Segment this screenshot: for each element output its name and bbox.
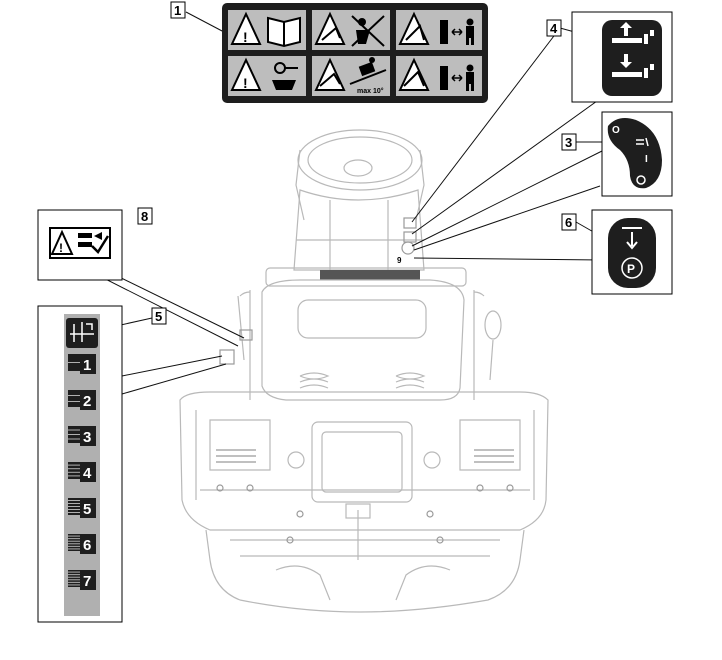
gear-bar bbox=[68, 580, 80, 582]
svg-text:!: ! bbox=[59, 241, 63, 255]
gear-bar bbox=[68, 513, 80, 515]
gear-number-box bbox=[80, 570, 96, 590]
warning-bystanders-icon bbox=[440, 64, 474, 91]
gear-position-2: 2 bbox=[68, 390, 96, 410]
gear-number-box bbox=[80, 534, 96, 554]
gear-bar bbox=[68, 544, 80, 546]
svg-text:!: ! bbox=[243, 75, 248, 91]
ignition-off-label: O bbox=[612, 125, 620, 136]
gear-bar bbox=[68, 539, 80, 541]
callout-8: 8 bbox=[137, 207, 153, 225]
gear-bar bbox=[68, 354, 80, 362]
gear-bar bbox=[68, 498, 80, 500]
decal-4-frame bbox=[571, 11, 673, 103]
gear-bar bbox=[68, 469, 80, 472]
svg-text:8: 8 bbox=[141, 209, 148, 224]
gear-number-label: 1 bbox=[83, 357, 91, 374]
warning-read-manual-icon bbox=[267, 16, 301, 48]
gear-bar bbox=[68, 507, 80, 509]
gear-number-label: 2 bbox=[83, 393, 91, 410]
gear-bar bbox=[68, 577, 80, 580]
callout-3: 3 bbox=[561, 133, 577, 151]
gear-position-5: 5 bbox=[68, 498, 96, 518]
gear-bar bbox=[68, 472, 80, 476]
gear-position-7: 7 bbox=[68, 570, 96, 590]
gear-bar bbox=[68, 430, 80, 434]
gear-bar bbox=[68, 541, 80, 544]
callout-1: 1 bbox=[170, 1, 186, 19]
callout-5: 5 bbox=[151, 307, 167, 325]
svg-text:6: 6 bbox=[565, 215, 572, 230]
decal-8-frame: ! bbox=[37, 209, 123, 281]
gear-bar bbox=[68, 476, 80, 479]
gear-bar bbox=[68, 390, 80, 395]
gear-bar bbox=[68, 426, 80, 430]
gear-number-label: 6 bbox=[83, 537, 91, 554]
gear-position-4: 4 bbox=[68, 462, 96, 482]
warning-triangle-icon bbox=[230, 11, 262, 45]
decal-3-frame: O I bbox=[601, 111, 673, 197]
tile-row-1: ! bbox=[228, 10, 482, 50]
gear-number-box bbox=[80, 426, 96, 446]
decal-1-warning-panel: ! bbox=[222, 3, 488, 103]
tile-row-2: ! max 10° bbox=[228, 56, 482, 96]
svg-text:5: 5 bbox=[155, 309, 162, 324]
decal-6-frame: P bbox=[591, 209, 673, 295]
gear-list: 1 2 3 4 5 6 7 bbox=[68, 354, 96, 590]
gear-bar bbox=[68, 363, 80, 371]
callout-6: 6 bbox=[561, 213, 577, 231]
engine-mark: 9 bbox=[397, 256, 402, 265]
gear-bar bbox=[68, 585, 80, 587]
gear-number-label: 7 bbox=[83, 573, 91, 590]
gear-bar bbox=[68, 510, 80, 512]
gear-bar bbox=[68, 575, 80, 577]
gear-position-6: 6 bbox=[68, 534, 96, 554]
gear-bar bbox=[68, 536, 80, 539]
gear-bar bbox=[68, 549, 80, 551]
warning-keep-distance-icon bbox=[440, 18, 474, 45]
gear-bar bbox=[68, 402, 80, 407]
warning-slope-icon: max 10° bbox=[349, 57, 387, 95]
slope-limit-label: max 10° bbox=[357, 87, 384, 95]
gear-bar bbox=[68, 435, 80, 439]
svg-text:3: 3 bbox=[565, 135, 572, 150]
gear-position-3: 3 bbox=[68, 426, 96, 446]
gear-bar bbox=[68, 546, 80, 549]
svg-text:!: ! bbox=[243, 29, 248, 45]
gear-bar bbox=[68, 504, 80, 506]
gear-number-box bbox=[80, 462, 96, 482]
svg-text:1: 1 bbox=[174, 3, 181, 18]
gear-number-label: 4 bbox=[83, 465, 92, 482]
gear-number-label: 5 bbox=[83, 501, 91, 518]
warning-no-passengers-icon bbox=[351, 15, 385, 47]
callout-4: 4 bbox=[546, 19, 562, 37]
svg-text:4: 4 bbox=[550, 21, 558, 36]
mower-drawing: 9 bbox=[179, 129, 549, 613]
parking-brake-icon bbox=[608, 218, 656, 288]
gear-bar bbox=[68, 396, 80, 401]
gear-number-label: 3 bbox=[83, 429, 91, 446]
warning-remove-key-icon bbox=[272, 62, 298, 90]
brake-p-label: P bbox=[627, 262, 635, 276]
gear-bar bbox=[68, 570, 80, 572]
gear-bar bbox=[68, 534, 80, 536]
gear-bar bbox=[68, 462, 80, 465]
gear-bar bbox=[68, 501, 80, 503]
gear-number-box bbox=[80, 354, 96, 374]
gear-bar bbox=[68, 465, 80, 469]
gear-number-box bbox=[80, 390, 96, 410]
ignition-on-label: I bbox=[645, 154, 648, 165]
gear-bar bbox=[68, 582, 80, 585]
ignition-switch-icon bbox=[607, 118, 662, 189]
gear-number-box bbox=[80, 498, 96, 518]
gear-position-1: 1 bbox=[68, 354, 96, 374]
gear-bar bbox=[68, 572, 80, 575]
gear-bar bbox=[68, 439, 80, 443]
